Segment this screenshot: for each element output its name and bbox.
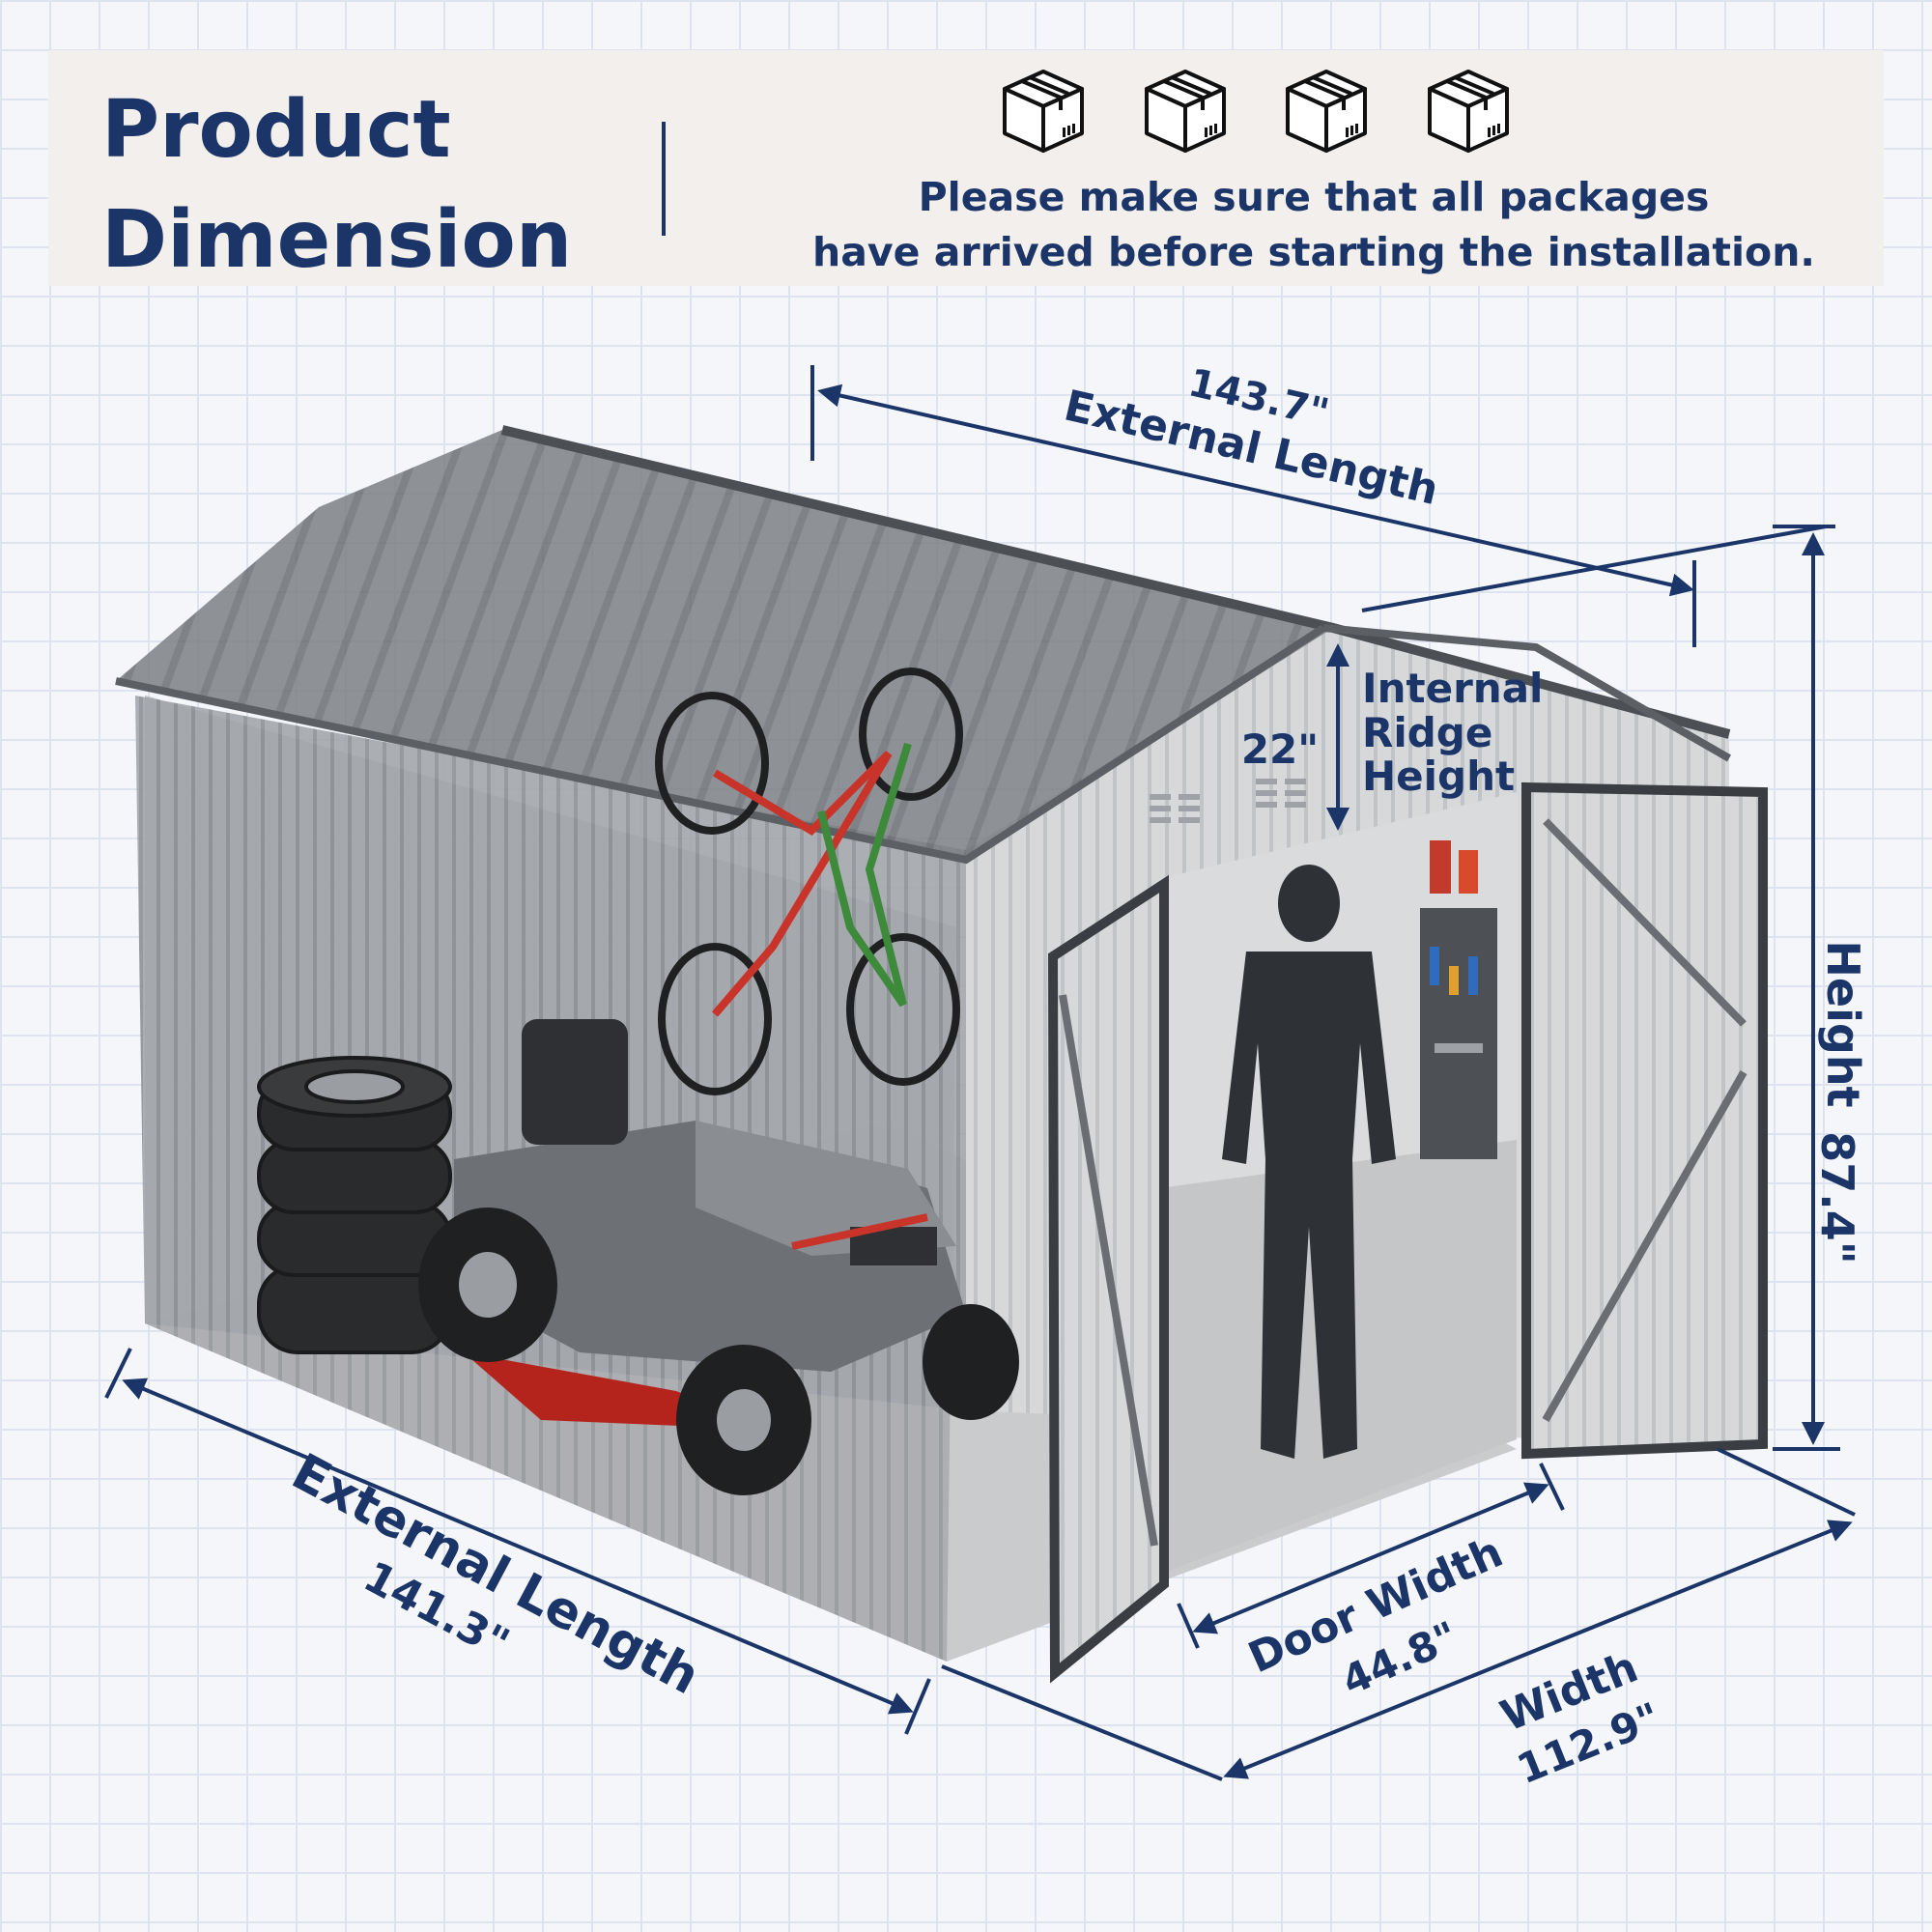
door-width-tick-left: [1177, 1603, 1200, 1649]
shed-roof: [116, 430, 1333, 860]
right-door-brace: [1543, 818, 1747, 1027]
notice-line-2: have arrived before starting the install…: [812, 229, 1815, 275]
width-leader-left: [941, 1664, 1223, 1781]
ridge-value: 22": [1241, 725, 1319, 773]
bottom-length-tick-left: [104, 1348, 132, 1399]
package-box-icon: [1003, 70, 1084, 153]
door-width-tick-right: [1539, 1463, 1565, 1511]
right-door-brace-2: [1542, 1070, 1747, 1422]
header-divider: [662, 122, 666, 236]
bottom-length-tick-right: [904, 1678, 931, 1735]
ridge-label-line-1: Internal: [1362, 665, 1543, 712]
package-notice: Please make sure that all packages have …: [724, 170, 1903, 280]
height-value: 87.4": [1811, 1131, 1863, 1264]
top-length-arrow: [817, 384, 1694, 597]
gable-vents: [1150, 779, 1306, 823]
tool-shelves: [1420, 840, 1497, 1159]
roof-eave: [115, 624, 1326, 865]
dimension-lines: [104, 365, 1856, 1781]
notice-line-1: Please make sure that all packages: [918, 174, 1710, 220]
height-label: Height: [1817, 940, 1869, 1107]
width-leader-right: [1717, 1447, 1856, 1517]
person-silhouette-icon: [1222, 865, 1396, 1459]
package-icons: [995, 62, 1517, 168]
title-line-2: Dimension: [101, 194, 573, 286]
title-line-1: Product: [101, 84, 451, 176]
left-door-brace: [1059, 994, 1158, 1547]
right-door: [1521, 781, 1768, 1460]
package-box-icon: [1427, 70, 1509, 153]
ridge-label-line-2: Ridge: [1362, 709, 1492, 756]
page-title: Product Dimension: [101, 75, 572, 296]
ridge-label-line-3: Height: [1362, 753, 1515, 800]
top-length-leader: [1361, 525, 1827, 612]
bottom-length-arrow: [122, 1378, 914, 1715]
width-arrow: [1223, 1520, 1853, 1779]
header-banner: Product Dimension: [48, 50, 1884, 286]
tire-stack: [257, 1056, 452, 1354]
roof-gable-edge: [1322, 624, 1731, 762]
package-box-icon: [1144, 70, 1226, 153]
wall-mounted-bicycles: [655, 668, 963, 1095]
package-box-icon: [1286, 70, 1368, 153]
